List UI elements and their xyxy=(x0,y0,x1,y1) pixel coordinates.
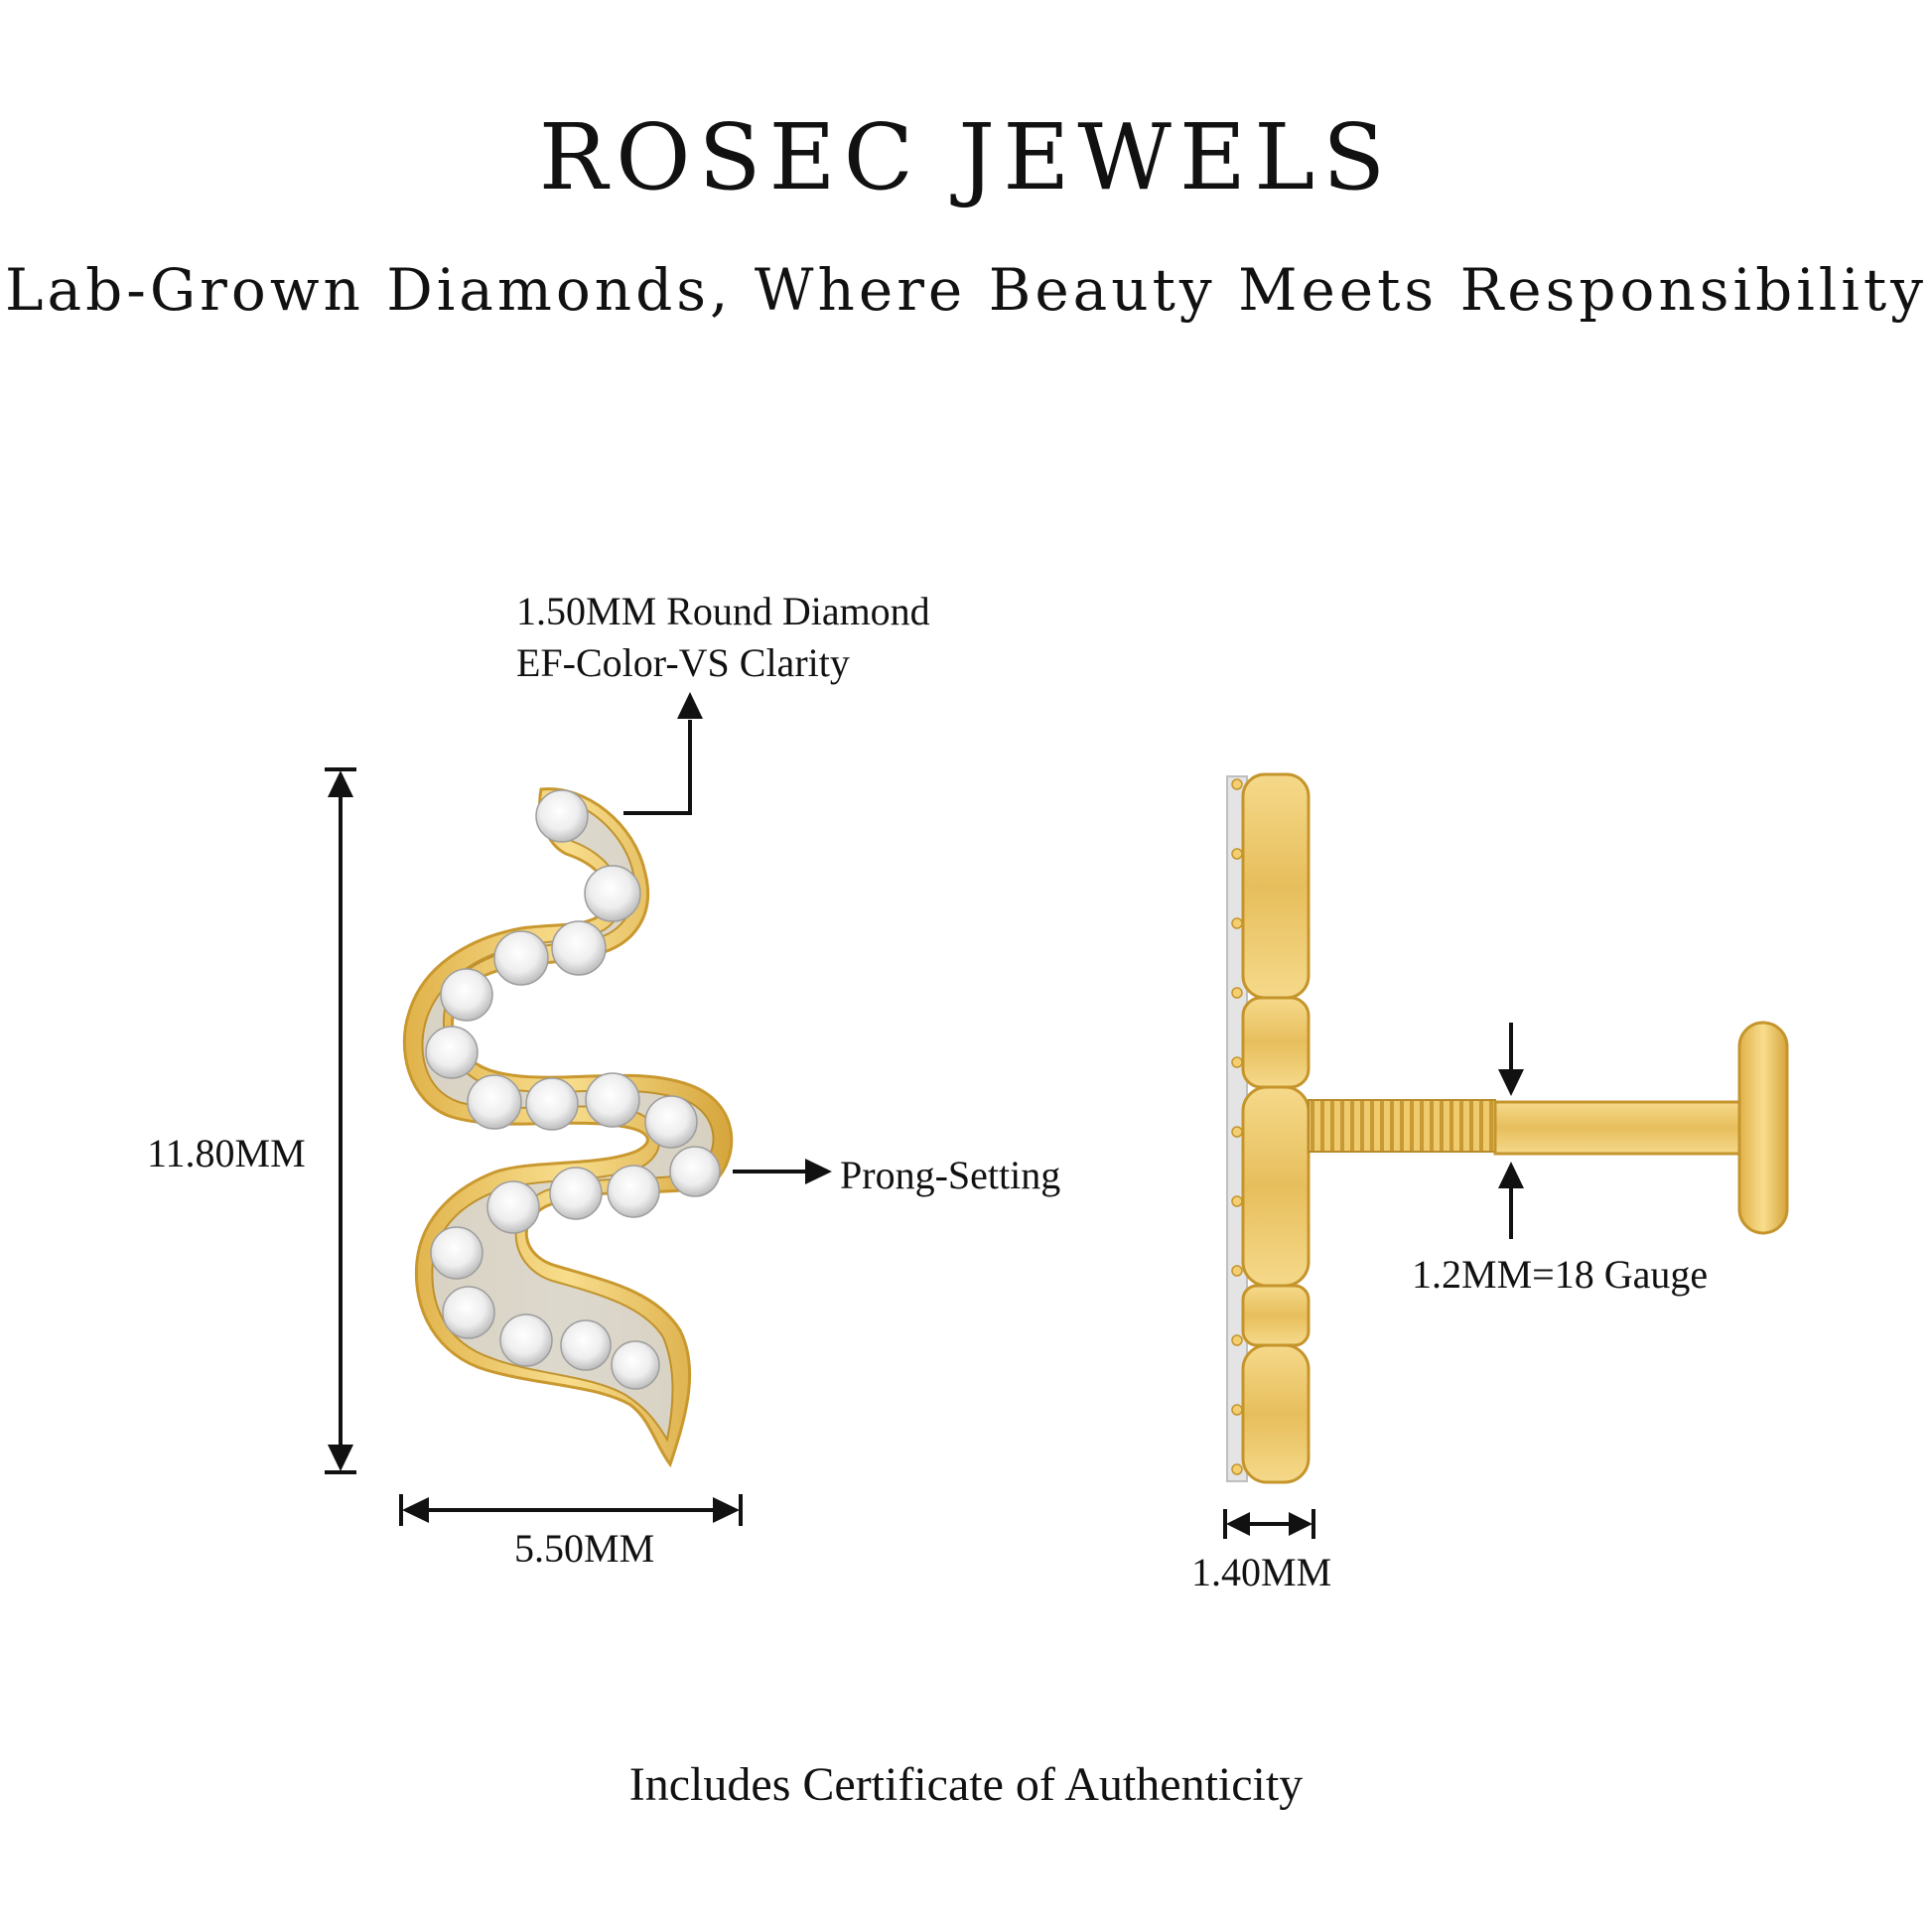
tagline: Lab-Grown Diamonds, Where Beauty Meets R… xyxy=(5,256,1927,324)
depth-label: 1.40MM xyxy=(1191,1550,1332,1594)
prong-setting-label: Prong-Setting xyxy=(840,1153,1061,1197)
certificate-note: Includes Certificate of Authenticity xyxy=(628,1758,1304,1811)
height-dimension xyxy=(325,767,356,1474)
stone-spec-line1: 1.50MM Round Diamond xyxy=(516,589,930,633)
height-label: 11.80MM xyxy=(147,1131,306,1175)
side-view-earring xyxy=(1226,772,1789,1484)
depth-dimension xyxy=(1223,1509,1315,1539)
width-dimension xyxy=(399,1494,743,1526)
gauge-dimension xyxy=(1498,1023,1524,1239)
stone-spec-line2: EF-Color-VS Clarity xyxy=(516,640,850,685)
stone-callout-arrow xyxy=(623,692,703,815)
brand-title: ROSEC JEWELS xyxy=(538,104,1394,210)
diamond-stones xyxy=(425,789,721,1390)
width-label: 5.50MM xyxy=(514,1526,655,1571)
gauge-label: 1.2MM=18 Gauge xyxy=(1412,1252,1709,1297)
prong-setting-arrow xyxy=(733,1159,832,1184)
serpent-earring-front xyxy=(402,787,734,1468)
